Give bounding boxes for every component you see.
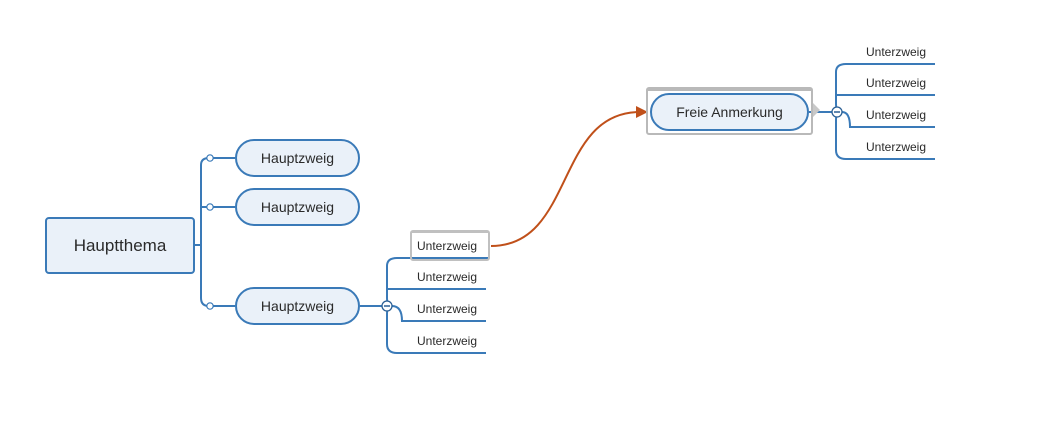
subtopic[interactable]: Unterzweig: [866, 76, 927, 90]
collapse-minus-icon[interactable]: [381, 300, 393, 312]
main-branch-1[interactable]: Hauptzweig: [235, 139, 360, 177]
subtopic[interactable]: Unterzweig: [417, 302, 478, 316]
selection-frame: [410, 230, 490, 261]
arrow-head-icon: [636, 106, 648, 118]
subtopic[interactable]: Unterzweig: [417, 270, 478, 284]
frame-arrow-icon: [812, 102, 820, 118]
subtopic[interactable]: Unterzweig: [417, 334, 478, 348]
floating-topic[interactable]: Freie Anmerkung: [650, 93, 809, 131]
floating-topic-frame: [646, 87, 813, 135]
subtopic[interactable]: Unterzweig: [417, 239, 478, 253]
subtopic[interactable]: Unterzweig: [866, 45, 927, 59]
central-topic[interactable]: Hauptthema: [45, 217, 195, 274]
expand-handle-icon[interactable]: [206, 203, 214, 211]
expand-handle-icon[interactable]: [206, 154, 214, 162]
main-branch-3[interactable]: Hauptzweig: [235, 287, 360, 325]
subtopic[interactable]: Unterzweig: [866, 140, 927, 154]
relationship-line[interactable]: [490, 111, 641, 247]
main-branch-2[interactable]: Hauptzweig: [235, 188, 360, 226]
subtopic[interactable]: Unterzweig: [866, 108, 927, 122]
collapse-minus-icon[interactable]: [831, 106, 843, 118]
main-connectors: [195, 157, 235, 307]
expand-handle-icon[interactable]: [206, 302, 214, 310]
